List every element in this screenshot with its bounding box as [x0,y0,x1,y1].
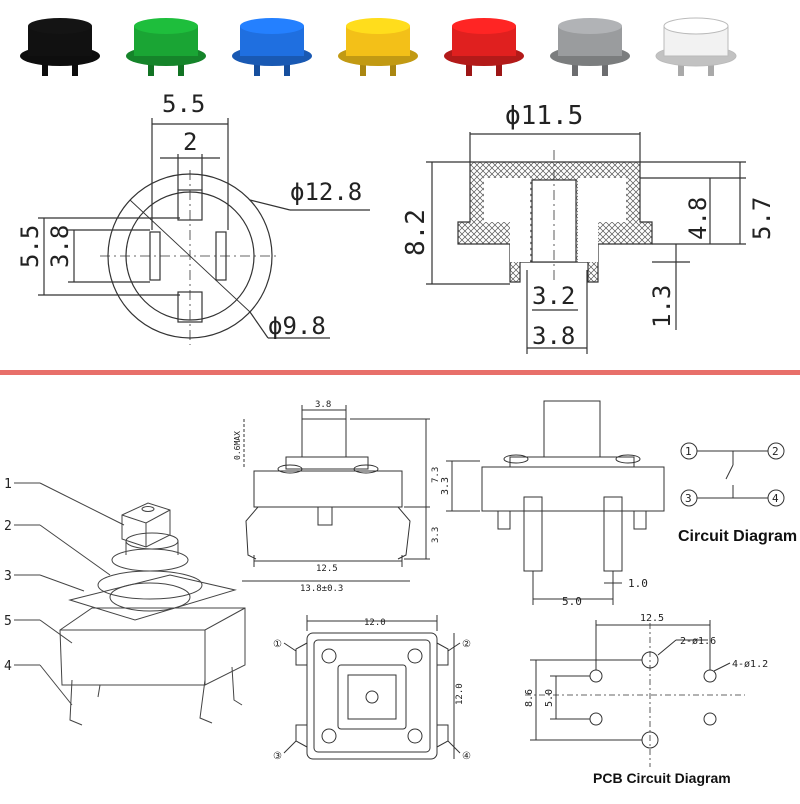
pcb-dim-left-outer: 8.6 [524,689,535,707]
top-view-pin-1: ① [273,639,282,650]
dim-h3: 1.3 [648,285,676,328]
circuit-pin-3: 3 [685,492,692,505]
yellow-cap [338,18,418,76]
side-view-drawing [446,400,665,605]
circuit-diagram-pins: 1 2 3 4 [685,445,779,505]
red-cap [444,18,524,76]
pcb-dim-top: 12.5 [640,613,664,624]
switch-top-view-drawing [283,615,461,760]
top-view-pin-3: ③ [273,751,282,762]
side-dim-left: 3.3 [440,477,451,495]
black-cap [20,18,100,76]
circuit-diagram-title: Circuit Diagram [678,528,798,545]
cap-color-row [20,17,737,76]
dim-top-diameter: ϕ11.5 [505,101,583,131]
pcb-dim-left-inner: 5.0 [544,689,555,707]
cap-top-view-drawing [38,118,370,345]
front-dim-right: 7.3 [431,467,441,483]
callout-3: 3 [4,569,12,584]
circuit-pin-2: 2 [772,445,779,458]
pcb-footprint-drawing [525,620,745,767]
circuit-pin-1: 1 [685,445,692,458]
top-view-pin-2: ② [462,639,471,650]
pcb-dim-small-hole: 4-ø1.2 [732,659,768,670]
cap-section-view-labels: ϕ11.5 8.2 4.8 5.7 1.3 3.2 3.8 [401,101,776,350]
switch-top-view-labels: 12.0 12.0 ① ② ③ ④ [273,618,471,762]
front-dim-bottom-outer: 13.8±0.3 [300,584,343,594]
top-view-dim-right: 12.0 [455,683,465,705]
pcb-diagram-title: PCB Circuit Diagram [593,770,731,786]
dim-bore-outer: 3.8 [532,322,575,350]
cap-dimension-panel: 5.5 2 5.5 3.8 ϕ12.8 ϕ9.8 ϕ11.5 8.2 4.8 5… [0,0,800,370]
dim-total-height: 8.2 [401,209,431,256]
green-cap [126,18,206,76]
white-cap [655,17,737,76]
gray-cap [550,18,630,76]
callout-4: 4 [4,659,12,674]
bottom-panel-svg: 1 2 3 5 4 3.8 0.6MAX 7.3 3.3 12.5 13.8±0… [4,400,785,767]
cap-section-view-drawing [426,132,746,354]
dim-width-outer: 5.5 [162,90,205,118]
dim-height-outer: 5.5 [16,225,44,268]
callout-2: 2 [4,519,12,534]
side-dim-spacing: 5.0 [562,595,582,608]
panel-divider [0,370,800,375]
front-dim-bottom-inner: 12.5 [316,564,338,574]
front-dim-top: 3.8 [315,400,331,410]
callout-1: 1 [4,477,12,492]
top-view-dim-top: 12.0 [364,618,386,628]
circuit-diagram-drawing [680,442,785,507]
side-dim-pin: 1.0 [628,577,648,590]
exploded-view-drawing [14,482,246,726]
dim-h1: 4.8 [684,197,712,240]
front-dim-max: 0.6MAX [233,431,242,460]
dim-height-inner: 3.8 [46,225,74,268]
dim-h2: 5.7 [748,197,776,240]
dim-bore-inner: 3.2 [532,282,575,310]
dim-width-inner: 2 [183,128,197,156]
front-view-drawing [242,405,430,582]
cap-top-view-labels: 5.5 2 5.5 3.8 ϕ12.8 ϕ9.8 [16,90,362,340]
top-view-pin-4: ④ [462,751,471,762]
front-dim-right-lower: 3.3 [431,527,441,543]
side-view-labels: 3.3 1.0 5.0 [440,477,648,608]
exploded-view-callouts: 1 2 3 5 4 [4,477,12,674]
dim-diameter-inner: ϕ9.8 [268,312,326,340]
blue-cap [232,18,312,76]
callout-5: 5 [4,614,12,629]
dim-diameter-outer: ϕ12.8 [290,178,362,206]
pcb-footprint-labels: 12.5 2-ø1.6 4-ø1.2 8.6 5.0 [524,613,768,707]
circuit-pin-4: 4 [772,492,779,505]
pcb-dim-big-hole: 2-ø1.6 [680,636,716,647]
switch-datasheet-panel: 1 2 3 5 4 3.8 0.6MAX 7.3 3.3 12.5 13.8±0… [0,375,800,800]
front-view-labels: 3.8 0.6MAX 7.3 3.3 12.5 13.8±0.3 [233,400,441,594]
top-panel-svg: 5.5 2 5.5 3.8 ϕ12.8 ϕ9.8 ϕ11.5 8.2 4.8 5… [16,17,776,354]
